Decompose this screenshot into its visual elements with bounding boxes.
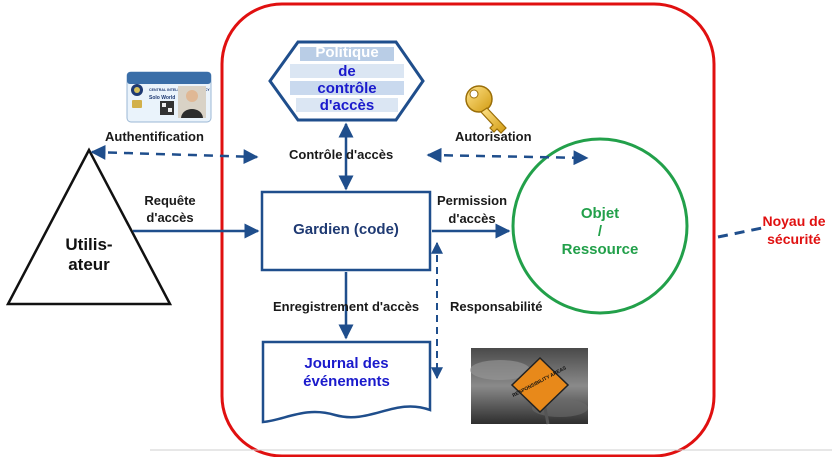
id-card-name: Solo World xyxy=(149,95,175,101)
policy-title-line2: de xyxy=(338,63,356,80)
dashed-authentication xyxy=(90,144,259,165)
kernel-label-line1: Noyau de xyxy=(762,213,826,229)
object-label-line1: Objet xyxy=(580,205,620,222)
key-icon xyxy=(465,85,507,134)
policy-title-line1: Politique xyxy=(315,44,379,61)
gardien-label: Gardien (code) xyxy=(293,221,399,238)
user-label-line1: Utilis- xyxy=(65,235,113,254)
autorisation-label: Autorisation xyxy=(455,129,532,144)
id-card-image: CENTRAL INTELLIGENCE AGENCY Solo World xyxy=(126,71,212,123)
dashed-authorization xyxy=(426,147,589,166)
logging-label: Enregistrement d'accès xyxy=(273,299,420,314)
policy-hexagon xyxy=(268,40,425,122)
request-label-line2: d'accès xyxy=(146,210,194,225)
dashed-kernel-pointer xyxy=(717,226,763,239)
object-circle xyxy=(511,137,689,315)
request-label-line1: Requête xyxy=(144,193,196,208)
policy-title-line4: d'accès xyxy=(319,97,375,114)
responsibility-sign-image: RESPONSIBILITY AREAS xyxy=(470,348,588,425)
journal-document xyxy=(261,340,432,424)
user-label-line2: ateur xyxy=(68,255,110,274)
gardien-box xyxy=(260,190,432,272)
policy-title-line3: contrôle xyxy=(317,80,377,97)
permission-label-line1: Permission xyxy=(436,193,508,208)
journal-label-line1: Journal des xyxy=(304,355,389,372)
object-label-line2: / xyxy=(597,223,603,240)
kernel-label-line2: sécurité xyxy=(767,231,821,247)
journal-label-line2: événements xyxy=(303,373,390,390)
permission-label-line2: d'accès xyxy=(448,211,496,226)
object-label-line3: Ressource xyxy=(561,241,639,258)
authentification-label: Authentification xyxy=(105,129,204,144)
user-triangle xyxy=(5,147,173,306)
accountability-label: Responsabilité xyxy=(450,299,543,314)
access-control-label: Contrôle d'accès xyxy=(289,147,394,162)
